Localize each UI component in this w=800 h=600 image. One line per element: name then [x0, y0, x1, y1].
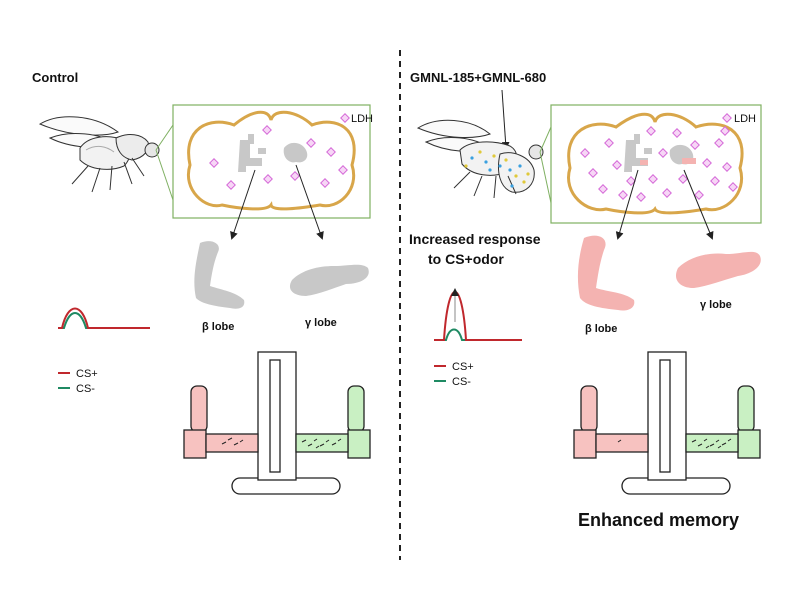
legend-cs-minus-label: CS- — [452, 376, 471, 388]
response-trace-treated — [434, 288, 522, 341]
gamma-lobe-label: γ lobe — [700, 299, 732, 311]
response-label-line1: Increased response — [409, 231, 541, 247]
beta-lobe-label: β lobe — [585, 323, 617, 335]
beta-lobe-treated — [577, 235, 635, 311]
tmaze-flies-control — [221, 437, 342, 449]
beta-lobe-control — [194, 241, 245, 309]
ldh-legend-marker — [340, 113, 350, 123]
gamma-lobe-label: γ lobe — [305, 317, 337, 329]
beta-lobe-label: β lobe — [202, 321, 234, 333]
arrow-to-beta-lobe — [230, 169, 256, 240]
ldh-label: LDH — [351, 113, 373, 125]
brain-outline-treated — [567, 112, 744, 215]
tmaze-flies-treated — [617, 438, 732, 449]
tmaze-control — [183, 351, 371, 495]
tmaze-treated — [573, 351, 761, 495]
arrow-to-gamma-lobe — [683, 169, 714, 240]
probiotic-dots — [464, 150, 530, 188]
mushroom-body-treated — [624, 134, 696, 172]
ldh-markers-treated — [580, 126, 738, 202]
outcome-label: Enhanced memory — [578, 510, 739, 530]
connector-line — [539, 151, 552, 204]
brain-outline-control — [186, 110, 356, 211]
fly-control-icon — [38, 116, 160, 193]
ldh-legend-marker — [722, 113, 732, 123]
control-label: Control — [32, 70, 78, 85]
fly-treated-icon — [416, 119, 544, 199]
response-trace-control — [58, 307, 150, 329]
mushroom-body-control — [238, 134, 308, 172]
arrow-to-beta-lobe — [615, 169, 639, 240]
connector-line — [155, 149, 174, 201]
connector-line — [539, 126, 552, 153]
treatment-label: GMNL-185+GMNL-680 — [410, 70, 546, 85]
gamma-lobe-control — [289, 264, 369, 296]
legend-cs-plus-label: CS+ — [76, 368, 98, 380]
arrow-to-gamma-lobe — [295, 164, 324, 240]
legend-cs-minus-label: CS- — [76, 383, 95, 395]
arrow-to-fly-gut — [501, 89, 510, 150]
ldh-markers-control — [209, 125, 348, 190]
connector-line — [155, 124, 174, 151]
ldh-label: LDH — [734, 113, 756, 125]
legend-cs-plus-label: CS+ — [452, 361, 474, 373]
response-label-line2: to CS+odor — [428, 251, 504, 267]
gamma-lobe-treated — [675, 251, 761, 288]
